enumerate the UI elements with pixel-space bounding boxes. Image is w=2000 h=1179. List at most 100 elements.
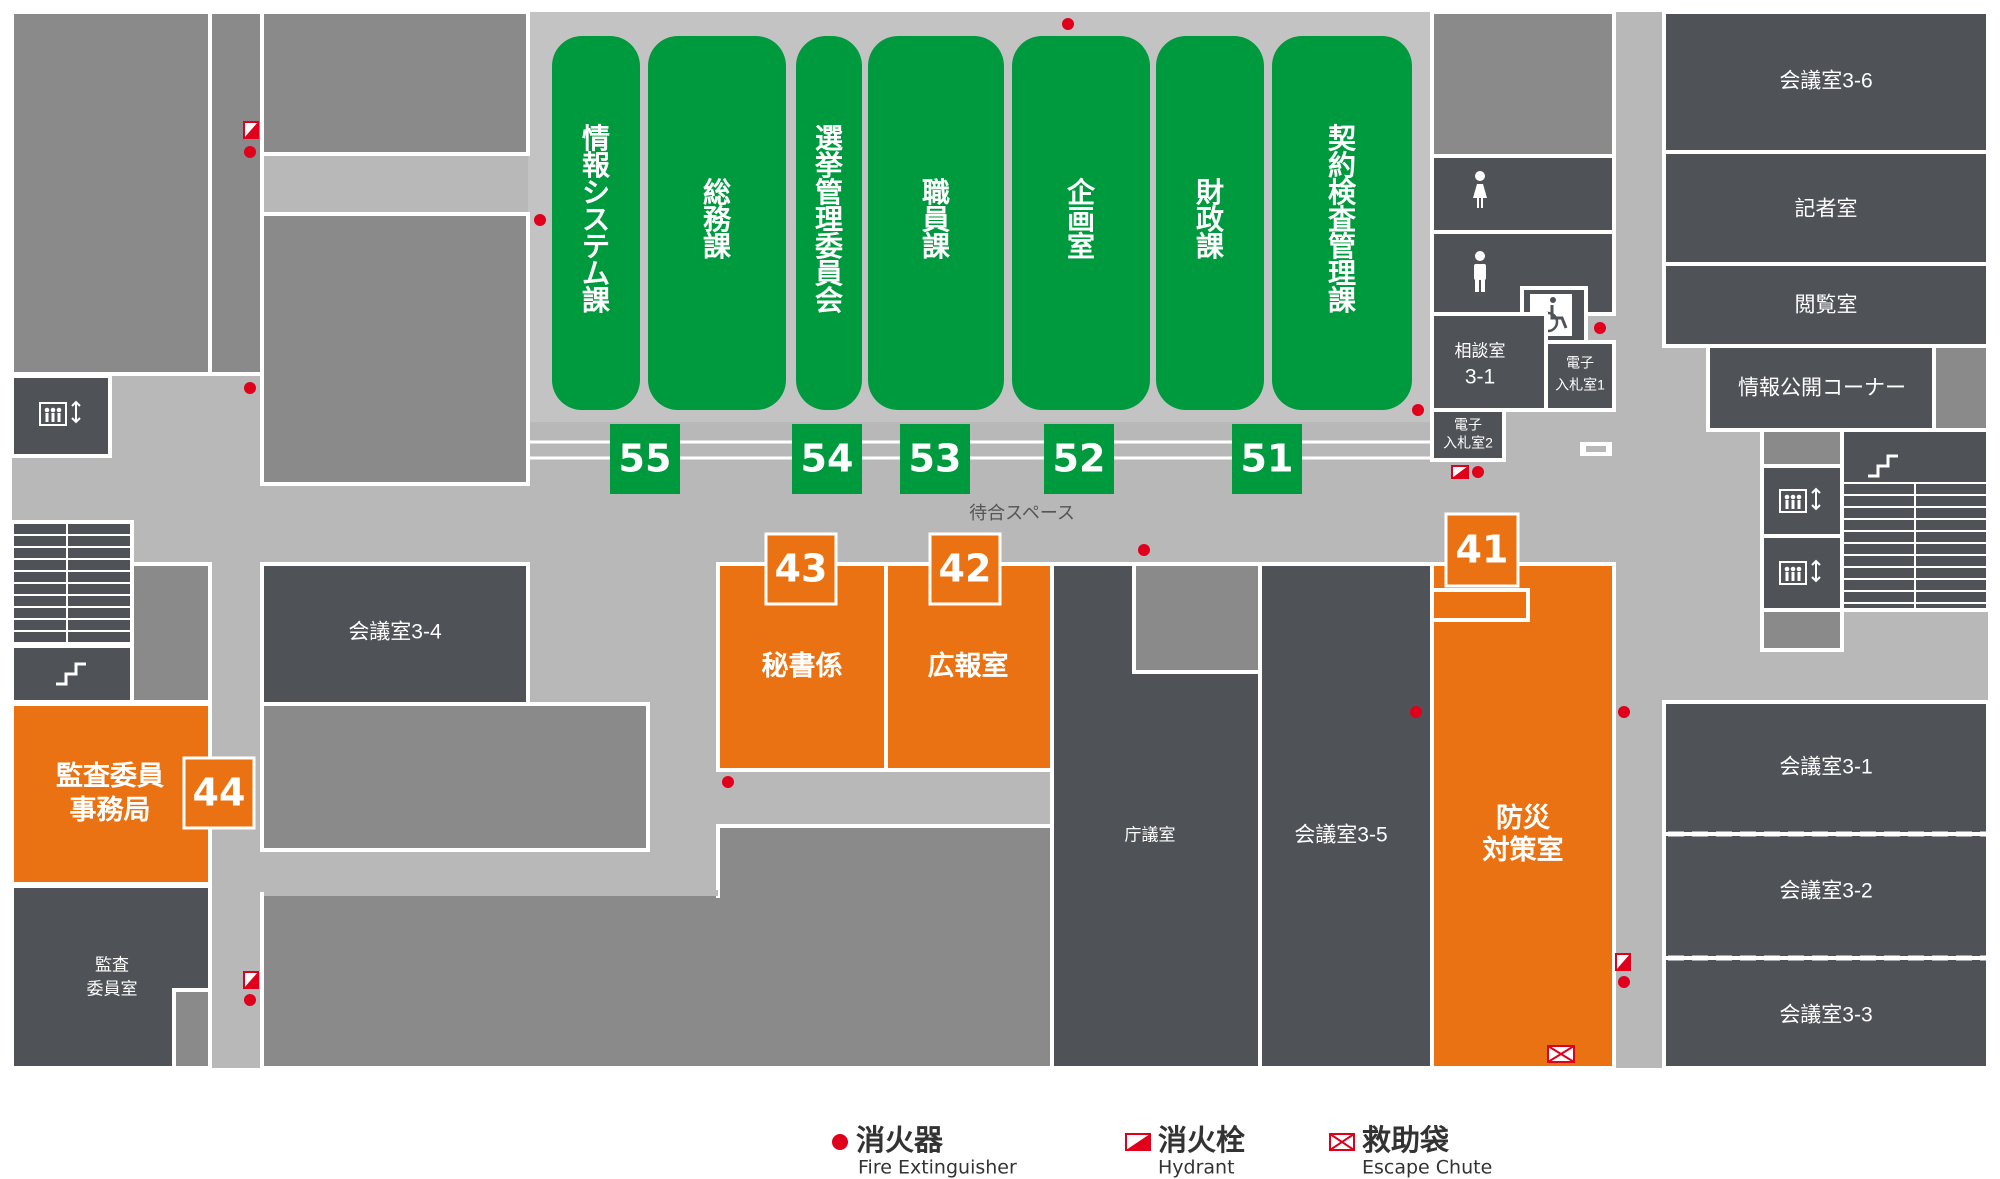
counter-43-badge[interactable]: [764, 532, 838, 606]
legend-extinguisher-en: Fire Extinguisher: [858, 1157, 1017, 1179]
room-bosai-line2: 対策室: [1483, 834, 1564, 865]
block-ul-1: [10, 10, 212, 376]
hydrant-marker: [243, 121, 259, 139]
block-ul-2: [208, 10, 264, 376]
fire-extinguisher-marker: [244, 146, 256, 158]
fire-extinguisher-marker: [1472, 466, 1484, 478]
block-center-1: [260, 702, 650, 852]
room-kaigi-3-3[interactable]: [1662, 956, 1990, 1070]
room-hishokakari-label: 秘書係: [762, 651, 843, 681]
room-sodan-3-1[interactable]: [1430, 312, 1548, 412]
hydrant-marker: [1451, 465, 1469, 479]
room-denshi-nyusatsu-2[interactable]: [1430, 408, 1506, 462]
map-legend: 消火器 Fire Extinguisher 消火栓 Hydrant 救助袋 Es…: [832, 1123, 1492, 1179]
counter-54: 54: [801, 437, 854, 481]
room-denshi-2-line2: 入札室2: [1443, 435, 1493, 451]
block-right-gray: [1932, 344, 1990, 432]
stairs-left-steps: [12, 522, 132, 646]
room-kansa-jimukyoku[interactable]: [10, 702, 212, 886]
fire-extinguisher-marker: [244, 994, 256, 1006]
fire-extinguisher-marker: [722, 776, 734, 788]
dept-keiyaku[interactable]: [1272, 36, 1412, 410]
bosai-anteroom: [1430, 588, 1530, 622]
room-kaigi-3-1[interactable]: [1662, 700, 1990, 836]
room-kishashitsu[interactable]: [1662, 150, 1990, 266]
room-kaigi-3-5[interactable]: [1258, 562, 1434, 1070]
counter-44-badge[interactable]: [182, 756, 256, 830]
room-kishashitsu-label: 記者室: [1795, 198, 1858, 221]
room-denshi-1-line2: 入札室1: [1555, 377, 1605, 393]
dept-label-zaisei: 財政課: [1196, 177, 1225, 262]
dept-shokuin[interactable]: [868, 36, 1004, 410]
elevator-left[interactable]: [10, 374, 112, 458]
room-joho-kokai-label: 情報公開コーナー: [1738, 377, 1906, 400]
counter-52: 52: [1053, 437, 1106, 481]
room-sodan-3-1-line1: 相談室: [1455, 341, 1506, 360]
counter-42-badge[interactable]: [928, 532, 1002, 606]
room-kaigi-3-6-label: 会議室3-6: [1779, 70, 1872, 93]
fire-extinguisher-marker: [1594, 322, 1606, 334]
room-kaigi-3-4-label: 会議室3-4: [348, 621, 442, 644]
block-left-gray: [130, 562, 212, 704]
room-kaigi-3-1-label: 会議室3-1: [1779, 756, 1872, 779]
escape-chute-marker: [1547, 1045, 1575, 1063]
room-bosai-line1: 防災: [1496, 803, 1551, 833]
fire-extinguisher-marker: [1618, 976, 1630, 988]
counter-53: 53: [909, 437, 962, 481]
room-joho-kokai[interactable]: [1706, 344, 1936, 432]
room-kaigi-3-6[interactable]: [1662, 10, 1990, 154]
elevator-icon-right-2: [1779, 559, 1821, 585]
fire-extinguisher-marker: [1062, 18, 1074, 30]
counter-41: 41: [1456, 528, 1509, 572]
fire-extinguisher-marker: [1410, 706, 1422, 718]
block-ur-gray: [1430, 10, 1616, 158]
counter-54-badge[interactable]: [792, 424, 862, 494]
legend-chute-en: Escape Chute: [1362, 1157, 1492, 1179]
fire-extinguisher-marker: [1412, 404, 1424, 416]
counter-52-badge[interactable]: [1044, 424, 1114, 494]
legend-extinguisher-jp: 消火器: [856, 1123, 944, 1157]
counter-55: 55: [619, 437, 672, 481]
room-bosai-taisaku[interactable]: [1430, 562, 1616, 1070]
stairs-right-steps: [1842, 482, 1988, 610]
elevator-icon-left: [39, 400, 81, 426]
room-etsuranshitsu[interactable]: [1662, 262, 1990, 348]
legend-hydrant-en: Hydrant: [1158, 1157, 1235, 1179]
dept-label-somu: 総務課: [703, 176, 732, 262]
block-center-2: [716, 824, 1054, 898]
room-kaigi-3-5-label: 会議室3-5: [1294, 824, 1387, 847]
block-er-bottom: [1760, 608, 1844, 652]
dept-label-shokuin: 職員課: [922, 177, 951, 262]
dept-somu[interactable]: [648, 36, 786, 410]
counter-51: 51: [1241, 437, 1294, 481]
dept-label-joho_system: 情報システム課: [582, 123, 611, 316]
room-denshi-nyusatsu-1[interactable]: [1544, 340, 1616, 412]
elevator-right-2[interactable]: [1760, 534, 1844, 612]
counter-41-badge[interactable]: [1444, 512, 1520, 588]
room-kansa-iinshitsu-line2: 委員室: [87, 979, 138, 998]
room-kaigi-3-4[interactable]: [260, 562, 530, 706]
block-kansa-gray: [172, 988, 212, 1070]
block-center-big: [260, 892, 1054, 1070]
legend-extinguisher-icon: [832, 1134, 848, 1150]
room-kaigi-3-2[interactable]: [1662, 832, 1990, 960]
counter-55-badge[interactable]: [610, 424, 680, 494]
block-er-top: [1760, 428, 1844, 468]
legend-hydrant-icon: [1125, 1133, 1151, 1151]
room-kohoshitsu-label: 広報室: [928, 650, 1009, 681]
counter-51-badge[interactable]: [1232, 424, 1302, 494]
elevator-right-1[interactable]: [1760, 464, 1844, 538]
restroom-female[interactable]: [1430, 154, 1616, 234]
legend-chute-icon: [1329, 1133, 1355, 1151]
dept-joho-system[interactable]: [552, 36, 640, 410]
hydrant-marker: [243, 971, 259, 989]
dept-label-senkyo: 選挙管理委員会: [814, 123, 844, 316]
dept-zaisei[interactable]: [1156, 36, 1264, 410]
dept-senkyo[interactable]: [796, 36, 862, 410]
room-kaigi-3-2-label: 会議室3-2: [1779, 880, 1872, 903]
room-kansa-jimukyoku-line1: 監査委員: [56, 761, 164, 791]
dept-kikaku[interactable]: [1012, 36, 1150, 410]
counter-53-badge[interactable]: [900, 424, 970, 494]
